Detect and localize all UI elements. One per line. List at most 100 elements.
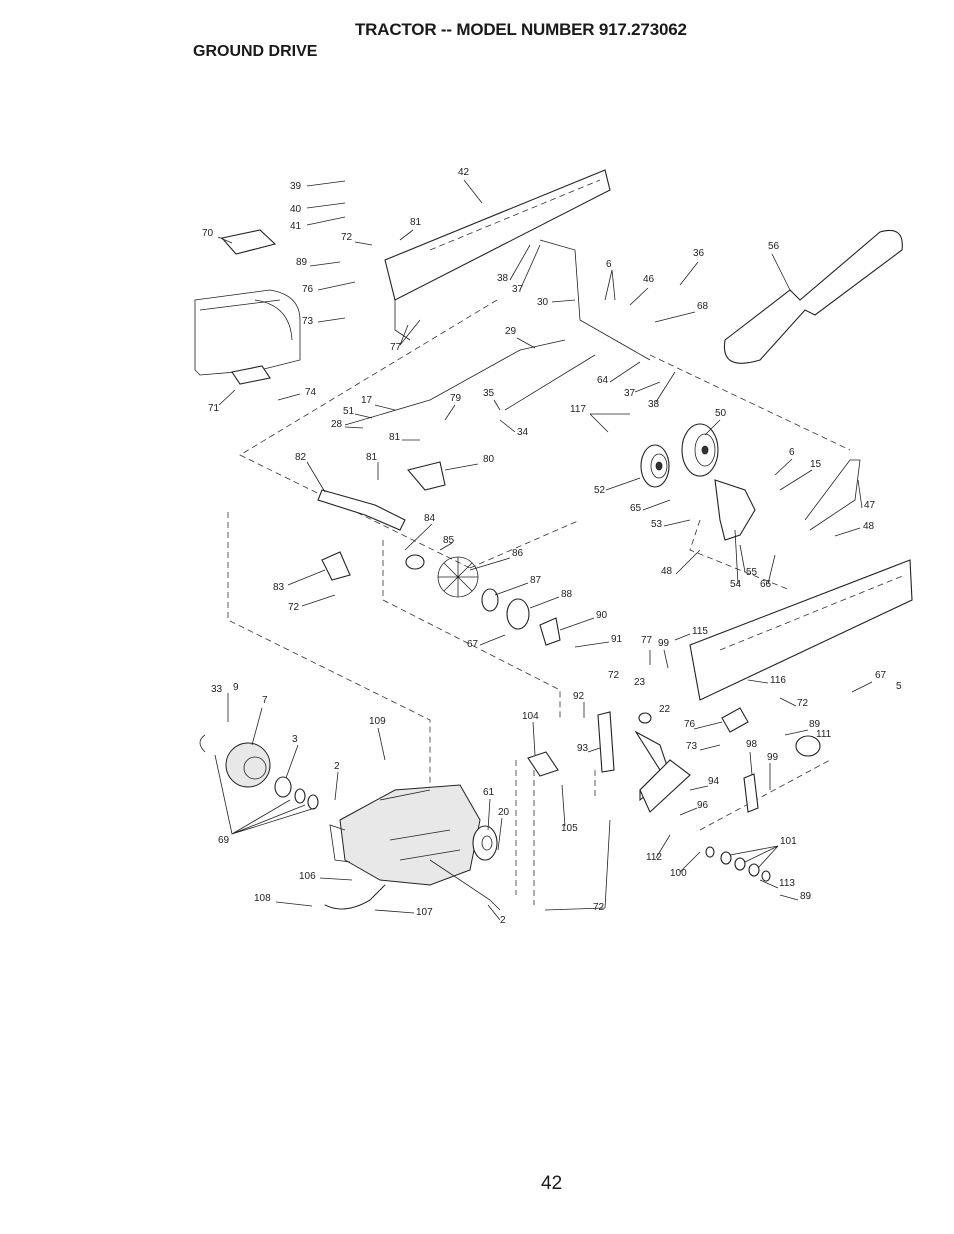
callout-label: 93 <box>577 743 589 754</box>
washer-3 <box>274 776 292 798</box>
callout-label: 67 <box>467 639 479 650</box>
callout-label: 81 <box>389 432 401 443</box>
callout-label: 69 <box>218 835 230 846</box>
page-number: 42 <box>541 1173 563 1194</box>
callout-label: 77 <box>641 635 653 646</box>
callout-label: 107 <box>416 907 433 918</box>
callout-label: 38 <box>497 273 509 284</box>
callout-label: 115 <box>692 626 708 637</box>
hub-85 <box>405 554 425 570</box>
callout-label: 87 <box>530 575 542 586</box>
bracket-80 <box>407 461 446 491</box>
callout-label: 72 <box>608 670 620 681</box>
callout-label: 28 <box>331 419 343 430</box>
callout-label: 111 <box>816 729 832 740</box>
callout-label: 6 <box>789 447 795 458</box>
fender-housing <box>194 289 301 376</box>
callout-label: 22 <box>659 704 671 715</box>
hub-7 <box>225 742 271 788</box>
callout-label: 6 <box>606 259 612 270</box>
callout-label: 41 <box>290 221 302 232</box>
plate-71 <box>231 365 271 385</box>
callout-label: 79 <box>450 393 462 404</box>
callout-label: 51 <box>343 406 355 417</box>
section-title: GROUND DRIVE <box>193 43 318 60</box>
callout-label: 55 <box>746 567 758 578</box>
pulley-87 <box>481 588 499 612</box>
bracket-70 <box>220 229 277 255</box>
callout-label: 2 <box>500 915 506 926</box>
bracket-90 <box>539 617 561 646</box>
callout-label: 70 <box>202 228 214 239</box>
callout-label: 83 <box>273 582 285 593</box>
fan-86 <box>437 556 479 598</box>
callout-label: 47 <box>864 500 876 511</box>
bracket-76 <box>721 707 749 733</box>
callout-label: 73 <box>686 741 698 752</box>
callout-label: 81 <box>410 217 422 228</box>
pedal-94 <box>639 759 691 813</box>
callout-label: 113 <box>779 878 795 889</box>
callout-label: 117 <box>570 404 586 415</box>
callout-label: 50 <box>715 408 727 419</box>
callout-label: 9 <box>233 682 239 693</box>
frame-rail-upper <box>384 169 611 341</box>
drive-belt-56 <box>723 229 903 364</box>
callout-label: 109 <box>369 716 386 727</box>
callout-label: 88 <box>561 589 573 600</box>
callout-label: 39 <box>290 181 302 192</box>
callout-label: 90 <box>596 610 608 621</box>
callout-label: 99 <box>767 752 779 763</box>
callout-label: 89 <box>809 719 821 730</box>
callout-label: 74 <box>305 387 317 398</box>
callout-label: 72 <box>288 602 300 613</box>
callout-label: 68 <box>697 301 709 312</box>
callout-label: 77 <box>390 342 402 353</box>
callout-label: 72 <box>593 902 605 913</box>
callout-label: 89 <box>296 257 308 268</box>
rod-93 <box>597 711 615 773</box>
rod-35 <box>504 354 596 411</box>
callout-label: 33 <box>211 684 223 695</box>
callout-label: 96 <box>697 800 709 811</box>
callout-label: 84 <box>424 513 436 524</box>
callout-label: 98 <box>746 739 758 750</box>
callout-label: 38 <box>648 399 660 410</box>
bracket-83 <box>321 551 351 581</box>
callout-label: 29 <box>505 326 517 337</box>
callout-label: 35 <box>483 388 495 399</box>
bracket-98 <box>743 773 759 813</box>
callout-label: 72 <box>341 232 353 243</box>
callout-label: 82 <box>295 452 307 463</box>
callout-label: 100 <box>670 868 687 879</box>
hose-107 <box>324 884 386 910</box>
rod-47 <box>804 459 861 531</box>
callout-label: 42 <box>458 167 470 178</box>
callout-label: 101 <box>780 836 797 847</box>
callout-label: 48 <box>863 521 875 532</box>
callout-label: 30 <box>537 297 549 308</box>
callout-label: 81 <box>366 452 378 463</box>
callout-label: 34 <box>517 427 529 438</box>
callout-label: 46 <box>643 274 655 285</box>
pulley-61 <box>472 825 498 861</box>
washer-69a <box>294 788 306 804</box>
callout-label: 73 <box>302 316 314 327</box>
callout-label: 86 <box>512 548 524 559</box>
callout-label: 116 <box>770 675 786 686</box>
callout-label: 48 <box>661 566 673 577</box>
transaxle <box>329 784 501 911</box>
callout-label: 66 <box>760 579 772 590</box>
callout-label: 104 <box>522 711 539 722</box>
callout-label: 108 <box>254 893 271 904</box>
callout-label: 36 <box>693 248 705 259</box>
callout-label: 17 <box>361 395 373 406</box>
assembly-guide-lines <box>227 299 851 905</box>
rod-29 <box>344 339 566 426</box>
callout-label: 80 <box>483 454 495 465</box>
callout-label: 89 <box>800 891 812 902</box>
hose-107-inner <box>324 884 386 910</box>
callout-label: 37 <box>624 388 636 399</box>
callout-label: 112 <box>646 852 662 863</box>
